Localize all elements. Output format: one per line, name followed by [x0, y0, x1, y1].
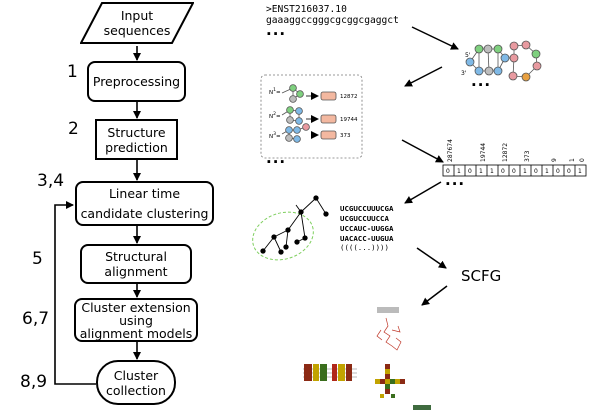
vector-col-label-1: 19744	[480, 142, 487, 162]
vector-col-label-5: 1	[569, 158, 576, 162]
vector-value-1: 1	[457, 168, 461, 175]
input-sequences-shape: Input sequences	[80, 2, 194, 44]
ellipsis-graphs: ...	[266, 149, 287, 167]
alignment-row-3: UCCAUC-UUGGA	[340, 224, 394, 233]
cluster-tree	[252, 195, 329, 261]
arrow-scfg-to-models	[421, 285, 448, 306]
arrow-graph-to-vector	[401, 139, 444, 163]
hash-row-1-index: N1=	[269, 88, 281, 96]
vector-value-2: 0	[468, 168, 472, 175]
alignment-row-1: UCGUCCUUUCGA	[340, 204, 394, 213]
hash-row-2-index: N2=	[269, 112, 281, 120]
step-preprocessing: Preprocessing	[87, 61, 186, 102]
arrow-feedback-loop	[54, 201, 96, 385]
vector-col-label-6: 0	[579, 158, 586, 162]
hash-row-3-value: 373	[340, 133, 351, 139]
cluster-outline	[252, 211, 314, 261]
sparse-vector-table	[442, 164, 587, 177]
step-structural-alignment: Structural alignment	[80, 244, 192, 284]
step-number-preprocessing: 1	[67, 62, 78, 82]
vector-value-3: 1	[479, 168, 483, 175]
vector-col-label-4: 9	[551, 158, 558, 162]
step-cluster-collection: Cluster collection	[96, 360, 176, 405]
step-label-alignment: Structural alignment	[104, 249, 168, 279]
ellipsis-structures: ...	[471, 72, 492, 90]
vector-value-7: 1	[523, 168, 527, 175]
pipeline-arrows	[401, 26, 459, 306]
arrow-vector-to-cluster	[404, 181, 442, 204]
hash-row-1-value: 12872	[340, 94, 358, 100]
step-number-structure: 2	[68, 119, 79, 139]
flow-arrows	[54, 46, 141, 385]
graph-hash-drawings	[281, 84, 337, 143]
structure-5-prime: 5'	[465, 52, 471, 59]
alignment-row-4: UACACC-UUGUA	[340, 234, 394, 243]
graph-hash-panel	[260, 74, 363, 159]
vector-value-0: 0	[446, 168, 450, 175]
hash-row-3-index: N3=	[269, 132, 281, 140]
step-label-clustering: Linear time candidate clustering	[80, 185, 209, 221]
vector-value-12: 1	[578, 168, 582, 175]
step-number-extension: 6,7	[22, 309, 50, 329]
vector-value-4: 1	[490, 168, 494, 175]
step-label-input: Input sequences	[103, 8, 171, 38]
arrow-seq-to-structure	[411, 26, 459, 50]
step-label-collection: Cluster collection	[106, 367, 166, 398]
vector-col-label-2: 12872	[502, 142, 509, 162]
model-thumbnails	[303, 307, 431, 410]
arrow-structure-to-graph	[404, 66, 443, 87]
parallelogram-shape	[80, 2, 194, 44]
ellipsis-vectors: ...	[445, 171, 466, 189]
rna-structure-drawing	[465, 40, 542, 82]
sequence-text: gaaaggccgggcgcggcgaggct	[266, 15, 399, 26]
alignment-structure: ((((...))))	[340, 243, 389, 252]
step-structure-prediction: Structure prediction	[95, 119, 178, 160]
structure-3-prime: 3'	[461, 70, 467, 77]
vector-col-label-3: 373	[524, 150, 531, 162]
step-label-structure: Structure prediction	[105, 124, 168, 155]
step-number-clustering: 3,4	[37, 171, 65, 191]
vector-value-5: 0	[501, 168, 505, 175]
step-cluster-extension: Cluster extension using alignment models	[74, 298, 198, 342]
vector-value-10: 0	[556, 168, 560, 175]
arrow-alignment-to-scfg	[416, 247, 447, 269]
ellipsis-sequences: ...	[266, 21, 287, 39]
vector-col-label-0: 287674	[447, 139, 454, 162]
vector-value-11: 0	[567, 168, 571, 175]
alignment-row-2: UCGUCCUUCCA	[340, 214, 389, 223]
hash-row-2-value: 19744	[340, 117, 358, 123]
step-label-preprocessing: Preprocessing	[92, 74, 181, 89]
step-number-collection: 8,9	[20, 372, 48, 392]
step-label-extension: Cluster extension using alignment models	[79, 299, 193, 341]
vector-value-8: 0	[534, 168, 538, 175]
scfg-label: SCFG	[461, 267, 502, 285]
step-number-alignment: 5	[32, 249, 43, 269]
vector-value-9: 1	[545, 168, 549, 175]
sequence-header: >ENST216037.10	[266, 4, 347, 15]
vector-value-6: 0	[512, 168, 516, 175]
step-candidate-clustering: Linear time candidate clustering	[75, 181, 214, 226]
